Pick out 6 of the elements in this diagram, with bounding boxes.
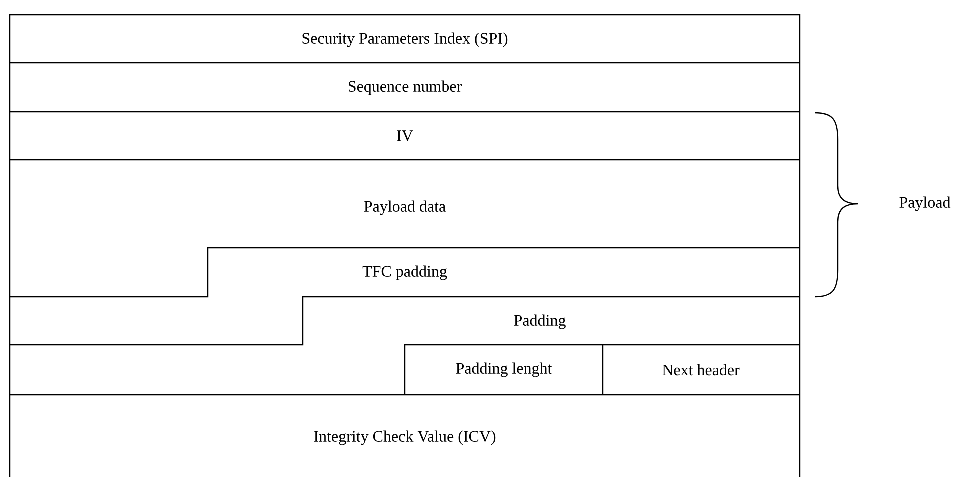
field-label: Sequence number xyxy=(348,80,462,96)
field-label: Integrity Check Value (ICV) xyxy=(314,430,496,446)
field-label: IV xyxy=(397,130,414,142)
field-label: Payload data xyxy=(364,200,446,216)
brace-label: Payload xyxy=(900,196,951,212)
field-label: Security Parameters Index (SPI) xyxy=(302,32,508,48)
